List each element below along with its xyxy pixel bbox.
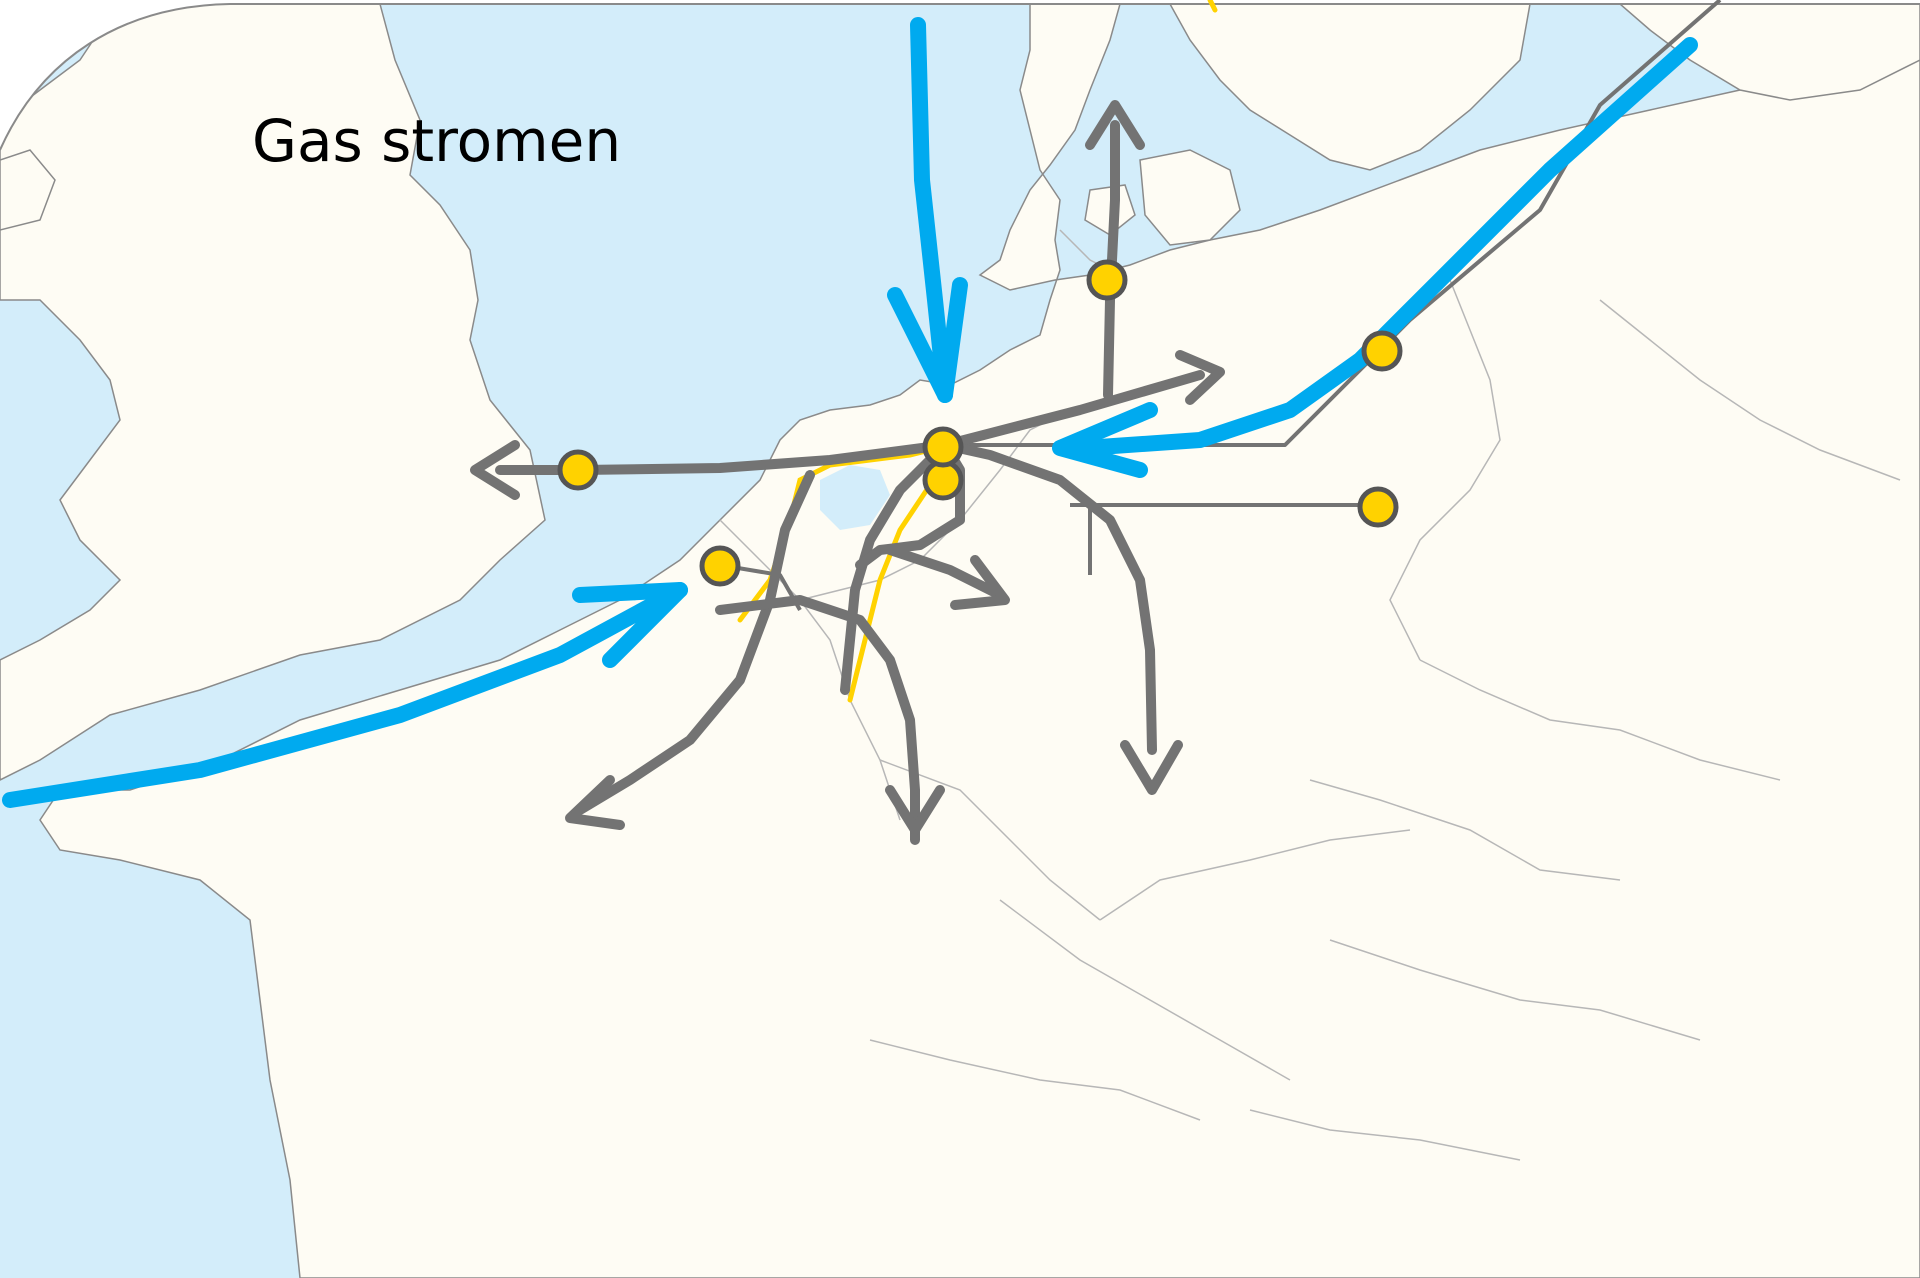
ijsselmeer (820, 465, 890, 530)
gas-node-icon (1361, 330, 1403, 372)
arrow-head-icon (1085, 100, 1145, 150)
arrow-head-icon (1120, 740, 1183, 795)
gas-node-icon (922, 426, 964, 468)
gas-node-icon (1357, 486, 1399, 528)
gas-nodes (557, 259, 1403, 587)
import-flows (2, 17, 1698, 808)
land-island-zealand (1139, 149, 1241, 246)
land-great-britain (0, 4, 546, 782)
gas-node-icon (1086, 259, 1128, 301)
arrow-head-icon (1175, 350, 1225, 405)
arrow-head-icon (1052, 402, 1158, 478)
gas-node-icon (699, 545, 741, 587)
country-borders (719, 229, 1901, 1161)
arrow-head-icon (950, 555, 1010, 610)
map-frame-edge (0, 3, 1920, 151)
arrow-head-icon (572, 582, 688, 668)
land-island-west (0, 149, 56, 231)
gas-node-icon (557, 449, 599, 491)
land-continent (39, 4, 1920, 1278)
map-title: Gas stromen (252, 107, 622, 175)
arrow-heads (470, 100, 1225, 835)
land-scandinavia (1168, 4, 1531, 171)
arrow-head-icon (470, 440, 520, 500)
arrow-head-icon (565, 775, 625, 830)
land-baltic-east (1617, 4, 1920, 101)
arrow-head-icon (885, 785, 945, 835)
arrow-head-icon (887, 277, 968, 403)
